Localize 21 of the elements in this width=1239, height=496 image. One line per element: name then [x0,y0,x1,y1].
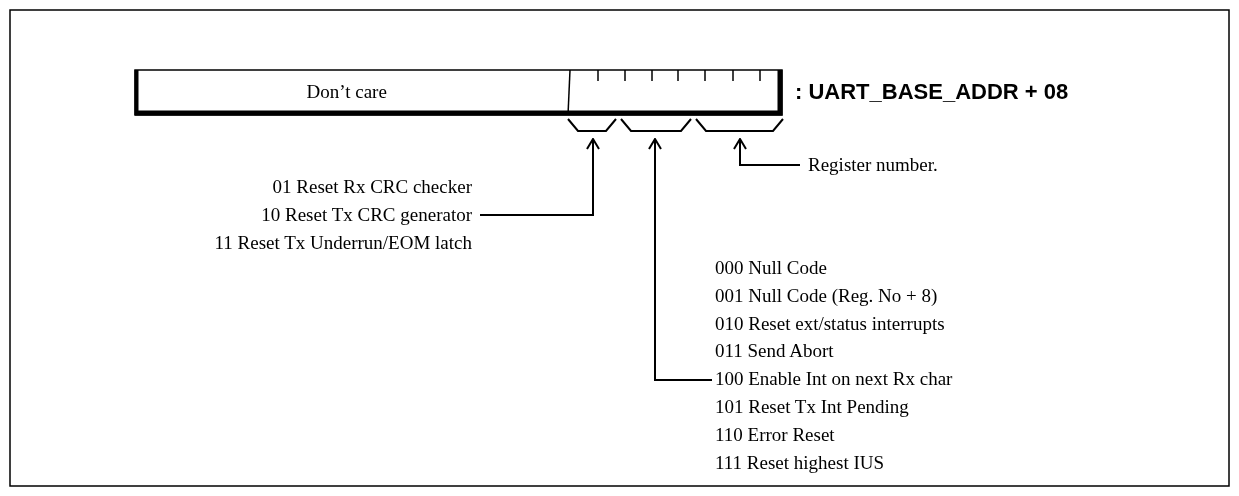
code-description: 101 Reset Tx Int Pending [715,395,910,419]
field-label: Don’t care [306,80,387,104]
code-description: 01 Reset Rx CRC checker [271,175,472,199]
register-address: : UART_BASE_ADDR + 08 [795,78,1069,106]
field-description: Register number. [808,153,938,177]
leader-arrow [648,138,713,381]
code-description: 11 Reset Tx Underrun/EOM latch [214,230,472,255]
code-description: 100 Enable Int on next Rx char [715,367,953,392]
code-description: 110 Error Reset [715,422,836,447]
code-description: 010 Reset ext/status interrupts [715,311,946,336]
bit-field-bracket [620,118,692,132]
register-bar [134,69,783,116]
leader-arrow [733,138,801,166]
code-description: 000 Null Code [715,256,828,280]
bit-field-bracket [567,118,617,132]
code-description: 011 Send Abort [715,339,835,364]
leader-arrow [479,138,600,216]
bit-field-bracket [695,118,784,132]
code-description: 111 Reset highest IUS [715,450,886,475]
code-description: 10 Reset Tx CRC generator [260,202,472,227]
code-description: 001 Null Code (Reg. No + 8) [715,283,939,308]
